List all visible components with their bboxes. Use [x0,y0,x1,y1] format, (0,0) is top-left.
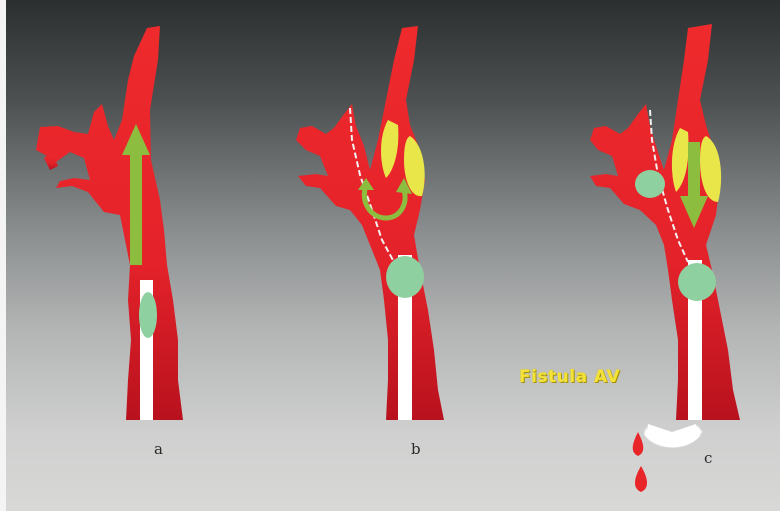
panel-b-vessel [296,26,444,420]
panel-b-balloon [386,256,424,298]
panel-a-balloon [139,292,157,338]
panel-c-blood-drop-upper [633,432,644,456]
panel-c-blood-drop-lower [635,466,647,492]
panel-label-b: b [411,440,421,458]
panel-label-c: c [704,449,712,467]
panel-c-vessel [590,24,740,420]
fistula-av-label: Fistula AV [519,367,620,387]
panel-label-a: a [154,440,163,458]
panel-c-branch-balloon [635,170,665,198]
panel-a-vessel [36,26,183,420]
panel-c-balloon [678,263,716,301]
